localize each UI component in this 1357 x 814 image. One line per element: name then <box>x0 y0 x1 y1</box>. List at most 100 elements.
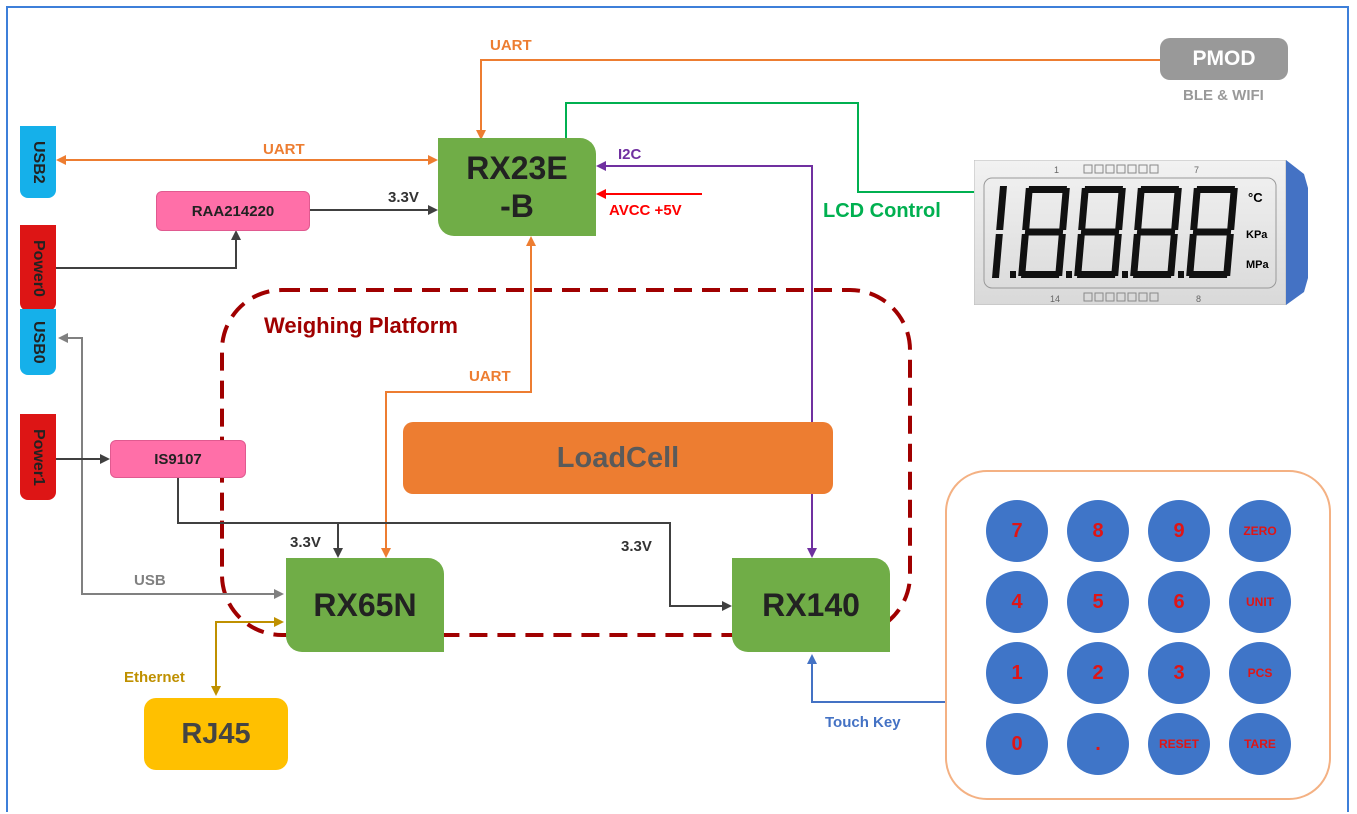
lcd-segment <box>1021 271 1060 278</box>
keypad-key-unit[interactable]: UNIT <box>1229 571 1291 633</box>
lcd-segment <box>1059 188 1070 230</box>
uart-pmod-line <box>476 59 1160 140</box>
lcd-segment <box>1055 234 1066 276</box>
pmod-block: PMOD <box>1160 38 1288 80</box>
lcd-segment <box>1171 188 1182 230</box>
lcd-decimal-point <box>1066 271 1072 278</box>
lcd-segment <box>1024 228 1064 236</box>
uart-top-label: UART <box>490 37 532 54</box>
lcd-segment <box>1223 234 1234 276</box>
lcd-graphic: 1 7 14 8 °C KPa MPa <box>973 159 1308 306</box>
i2c-line <box>596 161 817 558</box>
touch-key-label: Touch Key <box>825 714 901 731</box>
lcd-pin-1: 1 <box>1054 165 1059 175</box>
rx65n-block: RX65N <box>286 558 444 652</box>
keypad-panel <box>945 470 1331 800</box>
lcd-digit <box>992 186 1007 278</box>
rx23e-label: RX23E -B <box>466 150 568 224</box>
lcd-segment <box>1133 271 1172 278</box>
uart-rx65n-line <box>381 236 536 558</box>
keypad-key-2[interactable]: 2 <box>1067 642 1129 704</box>
lcd-segment <box>1074 234 1085 276</box>
power0-raa-line <box>56 230 241 269</box>
rj45-block: RJ45 <box>144 698 288 770</box>
keypad-key-8[interactable]: 8 <box>1067 500 1129 562</box>
keypad-key-zero[interactable]: ZERO <box>1229 500 1291 562</box>
lcd-digit <box>1178 186 1238 278</box>
lcd-segment <box>1196 186 1235 193</box>
lcd-segment <box>1186 234 1197 276</box>
loadcell-block: LoadCell <box>403 422 833 494</box>
lcd-unit-kpa: KPa <box>1246 229 1268 241</box>
loadcell-label: LoadCell <box>556 441 680 474</box>
keypad-key-6[interactable]: 6 <box>1148 571 1210 633</box>
power0-label: Power0 <box>30 239 47 297</box>
lcd-segment <box>1078 188 1089 230</box>
keypad-key-tare[interactable]: TARE <box>1229 713 1291 775</box>
power0-tab: Power0 <box>20 225 56 311</box>
is9107-block: IS9107 <box>110 440 246 478</box>
weighing-platform-label: Weighing Platform <box>264 313 458 338</box>
is9107-power-line <box>177 478 732 611</box>
uart-mid-label: UART <box>469 368 511 385</box>
lcd-segment <box>1084 186 1123 193</box>
lcd-segment <box>1080 228 1120 236</box>
rx140-block: RX140 <box>732 558 890 652</box>
pmod-label: PMOD <box>1192 47 1256 70</box>
lcd-display: 1 7 14 8 °C KPa MPa <box>973 159 1314 306</box>
keypad-key-9[interactable]: 9 <box>1148 500 1210 562</box>
lcd-segment <box>1115 188 1126 230</box>
raa214220-block: RAA214220 <box>156 191 310 231</box>
lcd-segment <box>1028 186 1067 193</box>
v33-raa-label: 3.3V <box>388 189 419 206</box>
rj45-label: RJ45 <box>181 717 251 750</box>
is9107-label: IS9107 <box>154 450 202 468</box>
usb2-label: USB2 <box>30 140 47 184</box>
rx65n-label: RX65N <box>313 587 417 623</box>
lcd-segment <box>1140 186 1179 193</box>
keypad-key-5[interactable]: 5 <box>1067 571 1129 633</box>
lcd-decimal-point <box>1178 271 1184 278</box>
lcd-digit <box>1010 186 1070 278</box>
raa214220-label: RAA214220 <box>191 202 275 220</box>
lcd-segment <box>1077 271 1116 278</box>
keypad-key-3[interactable]: 3 <box>1148 642 1210 704</box>
lcd-digit <box>1066 186 1126 278</box>
lcd-unit-c: °C <box>1248 190 1263 205</box>
lcd-segment <box>1111 234 1122 276</box>
lcd-segment <box>1022 188 1033 230</box>
lcd-segment <box>1190 188 1201 230</box>
lcd-pin-14: 14 <box>1050 294 1060 304</box>
i2c-label: I2C <box>618 146 642 163</box>
keypad-key-pcs[interactable]: PCS <box>1229 642 1291 704</box>
rx23e-block: RX23E -B <box>438 138 596 236</box>
keypad-key-7[interactable]: 7 <box>986 500 1048 562</box>
keypad-key-reset[interactable]: RESET <box>1148 713 1210 775</box>
power1-label: Power1 <box>30 428 47 486</box>
lcd-segment <box>1134 188 1145 230</box>
lcd-segment <box>1130 234 1141 276</box>
lcd-unit-mpa: MPa <box>1246 259 1270 271</box>
usb2-tab: USB2 <box>20 126 56 198</box>
keypad-key-dot[interactable]: . <box>1067 713 1129 775</box>
uart-left-label: UART <box>263 141 305 158</box>
keypad-key-0[interactable]: 0 <box>986 713 1048 775</box>
avcc-label: AVCC +5V <box>609 202 682 219</box>
lcd-segment <box>1189 271 1228 278</box>
lcd-segment <box>992 234 1003 278</box>
lcd-digits <box>992 186 1238 278</box>
lcd-segment <box>1136 228 1176 236</box>
lcd-segment <box>996 186 1007 230</box>
usb-line <box>58 333 284 599</box>
pmod-sublabel: BLE & WIFI <box>1183 87 1264 104</box>
ethernet-line <box>211 617 284 696</box>
lcd-segment <box>1192 228 1232 236</box>
keypad-key-1[interactable]: 1 <box>986 642 1048 704</box>
rx140-label: RX140 <box>762 587 860 623</box>
lcd-pin-8: 8 <box>1196 294 1201 304</box>
usb0-label: USB0 <box>30 320 47 364</box>
lcd-pin-7: 7 <box>1194 165 1199 175</box>
keypad-key-4[interactable]: 4 <box>986 571 1048 633</box>
lcd-decimal-point <box>1010 271 1016 278</box>
